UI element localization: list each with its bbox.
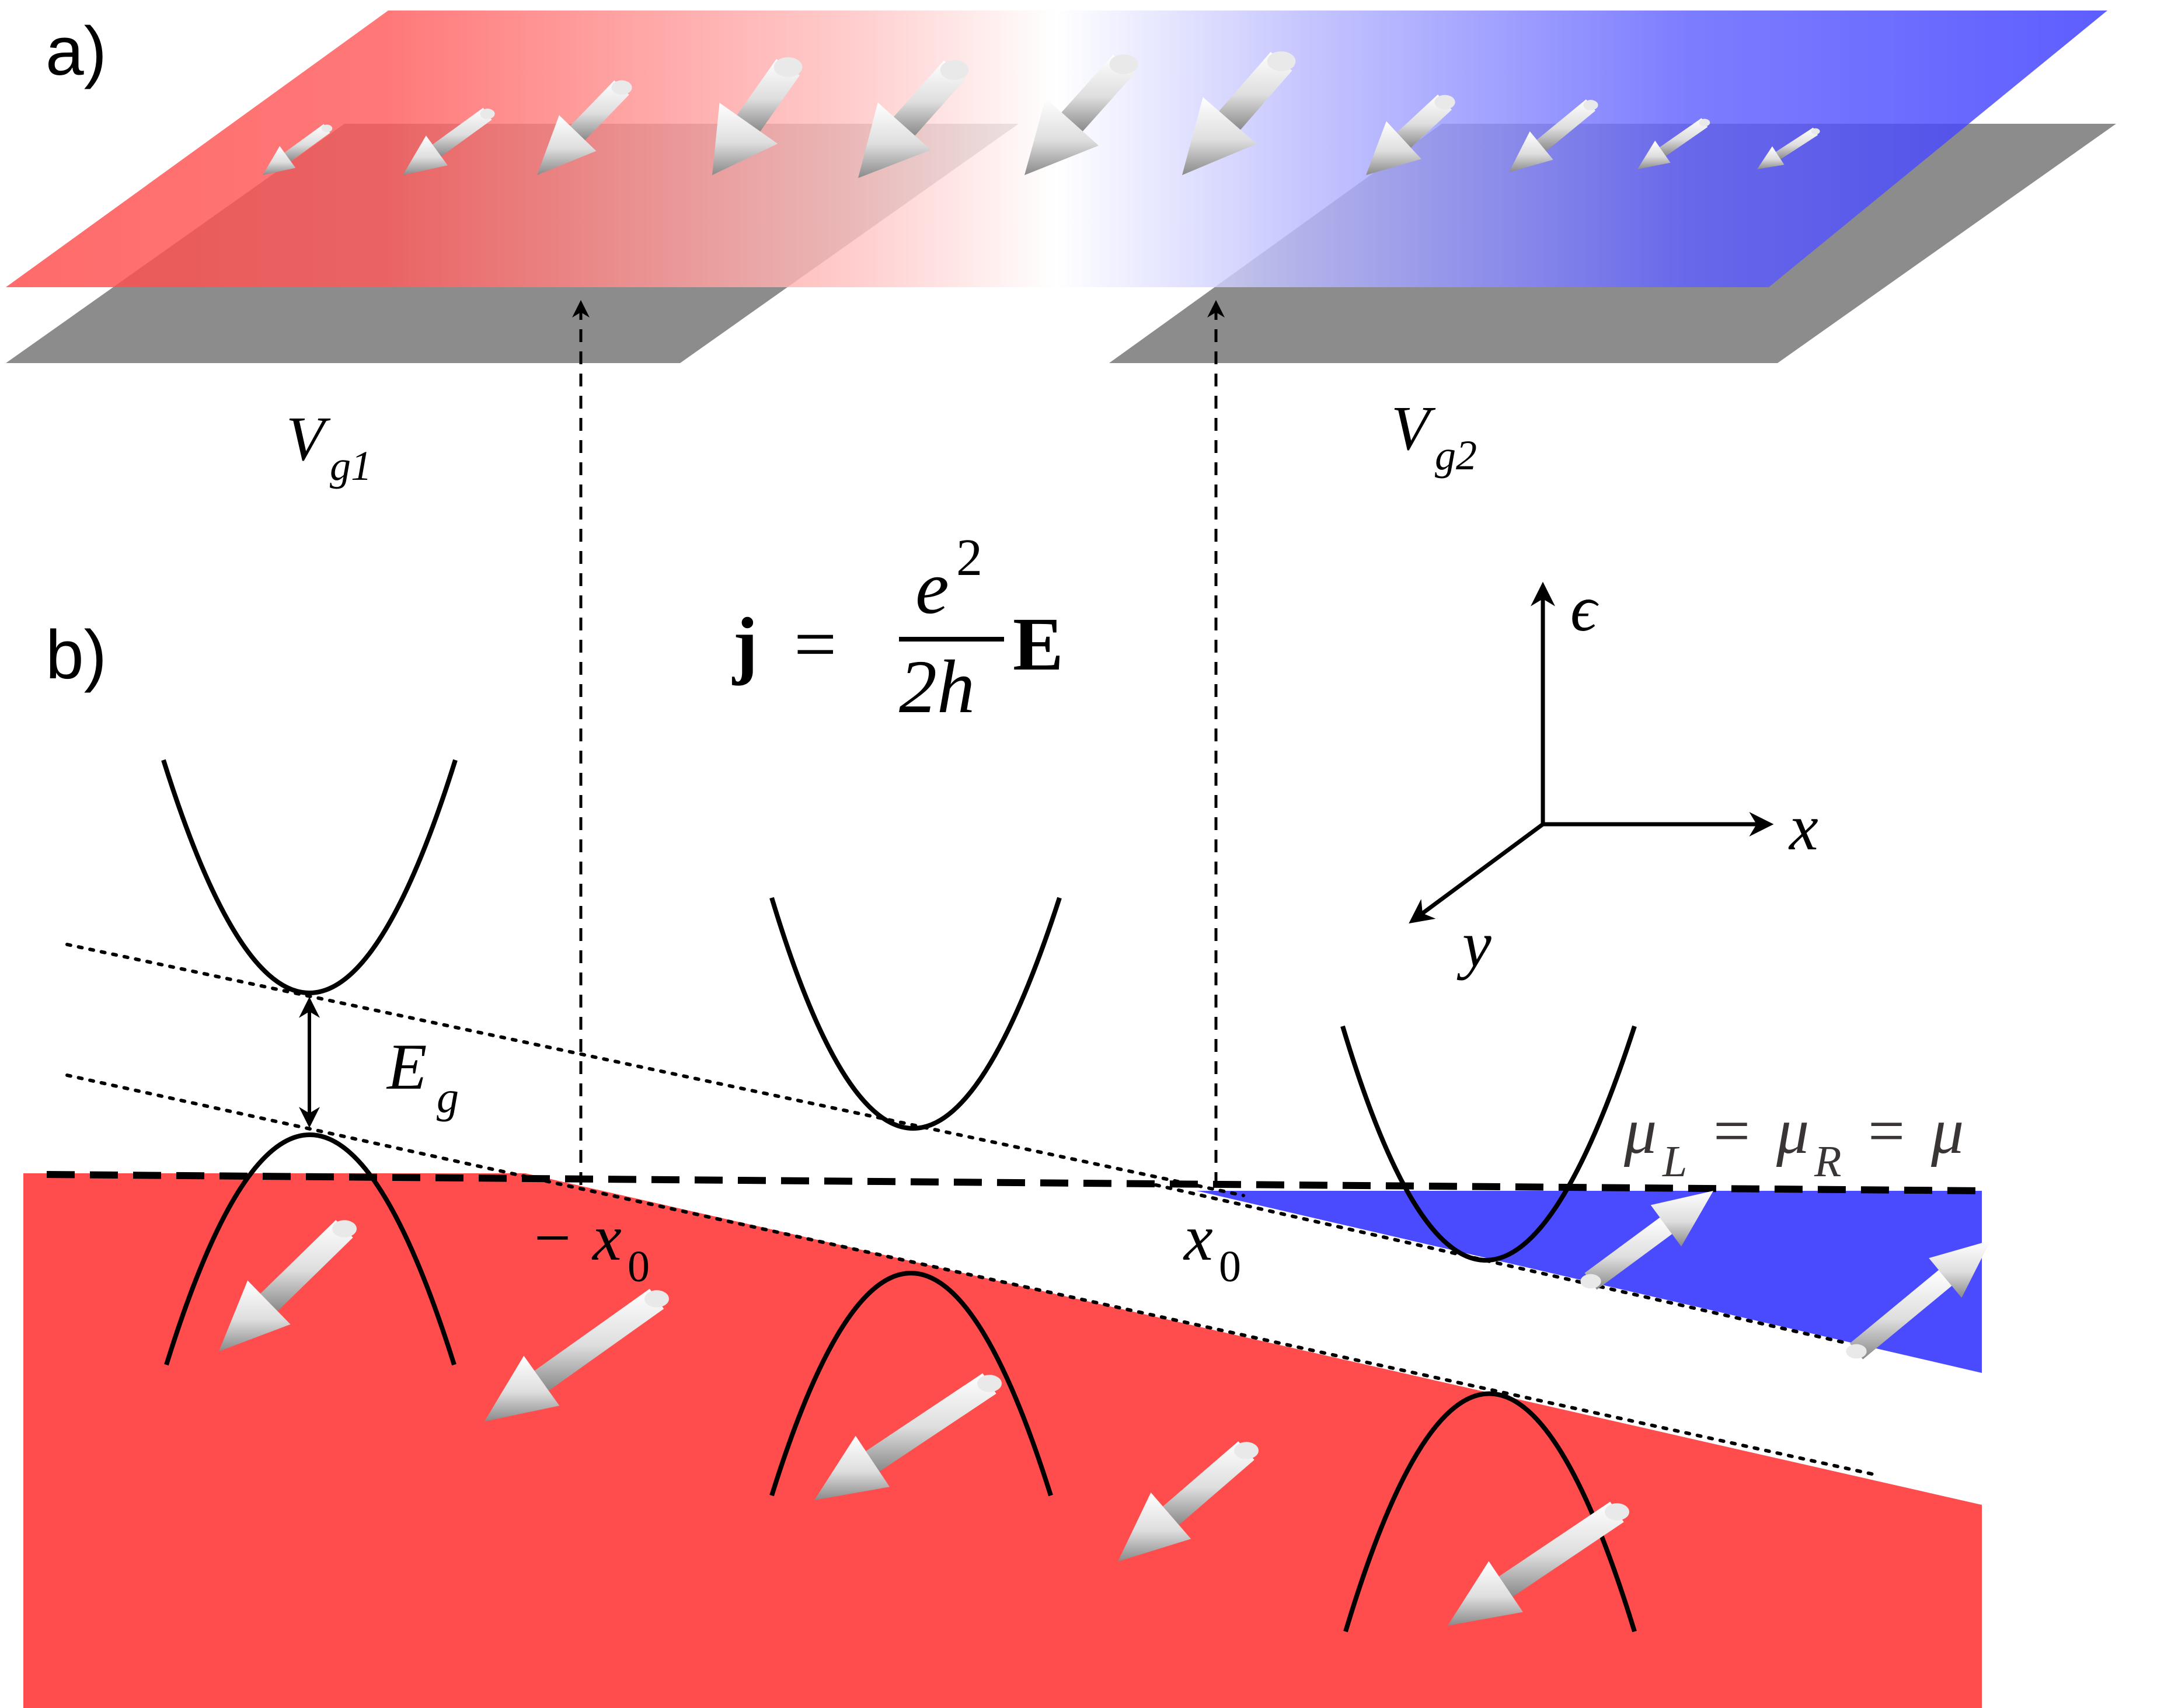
sheet-spin-arrow — [712, 57, 803, 175]
svg-text:e: e — [915, 546, 949, 630]
svg-text:E: E — [386, 1031, 427, 1103]
svg-text:E: E — [1013, 602, 1064, 686]
svg-text:=: = — [1713, 1095, 1750, 1167]
coordinate-axes: ϵ x y — [1409, 573, 1818, 981]
sheet-spin-arrow — [537, 80, 632, 175]
panel-a-label: a) — [46, 13, 107, 90]
sheet-spin-arrow — [1637, 118, 1710, 169]
sheet-spin-arrow — [858, 60, 969, 178]
svg-text:L: L — [1662, 1137, 1687, 1186]
svg-text:2: 2 — [956, 529, 982, 587]
band-spin-arrow — [1448, 1501, 1629, 1626]
gate-label-left: V g1 — [286, 405, 372, 489]
svg-text:0: 0 — [628, 1242, 650, 1291]
svg-text:x: x — [591, 1202, 622, 1274]
conduction-edge-dotted-line — [65, 943, 1245, 1197]
svg-text:x: x — [1183, 1202, 1213, 1274]
axis-label-x: x — [1788, 792, 1818, 864]
band-spin-arrow — [1846, 1240, 1991, 1360]
svg-text:μ: μ — [1776, 1095, 1809, 1167]
band-spin-arrow — [219, 1219, 357, 1351]
sheet-spin-arrow — [1509, 99, 1598, 172]
svg-text:V: V — [1391, 394, 1436, 463]
band-spin-arrow — [1118, 1441, 1259, 1561]
band-gap-label: E g — [386, 1031, 459, 1122]
svg-text:0: 0 — [1219, 1242, 1241, 1291]
svg-text:=: = — [794, 602, 837, 686]
svg-text:μ: μ — [1930, 1095, 1964, 1167]
valence-band-left — [164, 1132, 456, 1366]
current-formula: j = e 2 2h E — [731, 529, 1064, 729]
blue-edge-dotted-line — [1154, 1183, 1846, 1344]
sheet-spin-arrow — [1757, 127, 1820, 169]
valence-band-middle — [769, 1271, 1053, 1497]
svg-text:μ: μ — [1623, 1095, 1657, 1167]
svg-text:g2: g2 — [1435, 432, 1477, 479]
svg-text:g1: g1 — [330, 442, 372, 489]
panel-b-label: b) — [46, 616, 107, 693]
x0-label: x 0 — [1183, 1202, 1241, 1291]
conduction-band-left — [161, 759, 458, 995]
axis-label-energy: ϵ — [1570, 573, 1599, 645]
axis-label-y: y — [1456, 908, 1492, 981]
sheet-spin-arrow — [263, 124, 333, 175]
conduction-band-right — [1340, 1025, 1637, 1263]
band-spin-arrow — [1580, 1191, 1713, 1290]
gate-label-right: V g2 — [1391, 394, 1477, 479]
minus-x0-label: − x 0 — [534, 1202, 650, 1291]
band-spin-arrows — [219, 1191, 1991, 1626]
svg-text:R: R — [1814, 1137, 1841, 1186]
band-spin-arrow — [814, 1373, 1002, 1500]
svg-text:−: − — [534, 1202, 571, 1274]
sheet-spin-arrow — [1366, 95, 1455, 175]
svg-text:=: = — [1868, 1095, 1905, 1167]
sheet-spin-arrow — [403, 107, 495, 175]
valence-band-right — [1343, 1391, 1637, 1633]
conduction-band-middle — [769, 897, 1062, 1131]
svg-text:2h: 2h — [899, 645, 975, 729]
svg-text:V: V — [286, 405, 331, 474]
band-spin-arrow — [485, 1288, 669, 1421]
sheet-spin-arrow — [1182, 51, 1296, 175]
chemical-potential-label: μ L = μ R = μ — [1623, 1095, 1964, 1186]
svg-text:j: j — [731, 602, 758, 686]
sheet-spin-arrow — [1024, 54, 1138, 175]
sheet-spin-arrows — [263, 51, 1820, 178]
svg-text:g: g — [437, 1073, 459, 1122]
